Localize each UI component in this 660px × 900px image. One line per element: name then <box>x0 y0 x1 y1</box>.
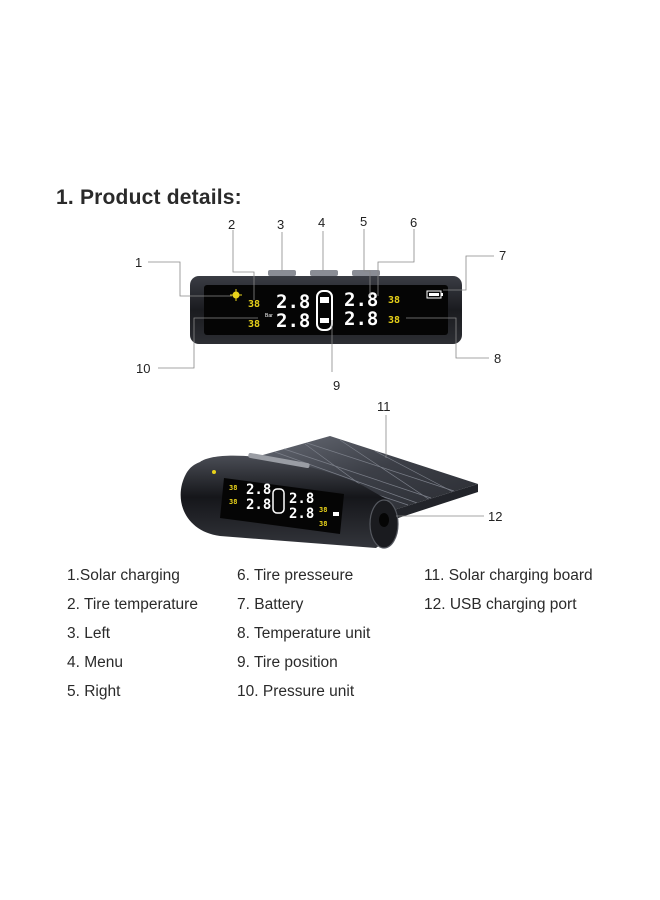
pressure-p-rear-left: 2.8 <box>246 497 271 513</box>
callout-8: 8 <box>494 351 501 366</box>
page-title: 1. Product details: <box>56 186 242 209</box>
pressure-rear-right: 2.8 <box>344 308 378 330</box>
legend-item-left: 3. Left <box>67 625 111 642</box>
legend-item-tire-temperature: 2. Tire temperature <box>67 596 198 613</box>
battery-icon <box>426 290 443 299</box>
legend-item-battery: 7. Battery <box>237 596 304 613</box>
callout-lines-bottom <box>385 415 484 517</box>
pressure-p-front-right: 2.8 <box>289 491 314 507</box>
legend-item-temperature-unit: 8. Temperature unit <box>237 625 371 642</box>
temp-front-left: 38 <box>248 299 260 310</box>
pressure-unit-label: Bar <box>265 313 273 319</box>
temp-p-rear-left: 38 <box>229 498 237 506</box>
device-perspective-view: 38 38 38 38 2.8 2.8 2.8 2.8 <box>180 436 478 549</box>
legend-item-pressure-unit: 10. Pressure unit <box>237 683 355 700</box>
usb-port <box>379 513 389 527</box>
callout-12: 12 <box>488 509 502 524</box>
legend-item-tire-position: 9. Tire position <box>237 654 338 671</box>
callout-1: 1 <box>135 255 142 270</box>
menu-button <box>310 270 338 276</box>
callout-6: 6 <box>410 215 417 230</box>
solar-charging-icon <box>230 289 242 301</box>
legend-item-usb-port: 12. USB charging port <box>424 596 577 613</box>
callout-2: 2 <box>228 217 235 232</box>
right-button <box>352 270 380 276</box>
pressure-p-front-left: 2.8 <box>246 482 271 498</box>
callout-5: 5 <box>360 214 367 229</box>
legend-item-tire-pressure: 6. Tire presseure <box>237 567 354 584</box>
car-position-icon <box>316 290 333 331</box>
callout-11: 11 <box>377 399 391 414</box>
pressure-rear-left: 2.8 <box>276 310 310 332</box>
legend-item-solar-charging: 1.Solar charging <box>67 567 180 584</box>
temp-front-right: 38 <box>388 295 400 306</box>
temp-rear-left: 38 <box>248 319 260 330</box>
temp-p-front-left: 38 <box>229 484 237 492</box>
callout-4: 4 <box>318 215 325 230</box>
callout-7: 7 <box>499 248 506 263</box>
lcd-screen-perspective <box>220 478 344 534</box>
temp-p-front-right: 38 <box>319 506 327 514</box>
callout-lines-top <box>148 229 494 372</box>
callout-9: 9 <box>333 378 340 393</box>
lcd-screen <box>204 285 448 335</box>
device-front-view: 38 38 38 38 Bar 2.8 2.8 2.8 2.8 <box>190 270 462 344</box>
legend-item-solar-board: 11. Solar charging board <box>424 567 593 584</box>
callout-3: 3 <box>277 217 284 232</box>
temp-p-rear-right: 38 <box>319 520 327 528</box>
temp-rear-right: 38 <box>388 315 400 326</box>
legend-item-menu: 4. Menu <box>67 654 124 671</box>
callout-10: 10 <box>136 361 150 376</box>
left-button <box>268 270 296 276</box>
pressure-p-rear-right: 2.8 <box>289 506 314 522</box>
pressure-front-left: 2.8 <box>276 291 310 313</box>
car-position-icon-perspective <box>272 488 285 514</box>
legend-item-right: 5. Right <box>67 683 121 700</box>
